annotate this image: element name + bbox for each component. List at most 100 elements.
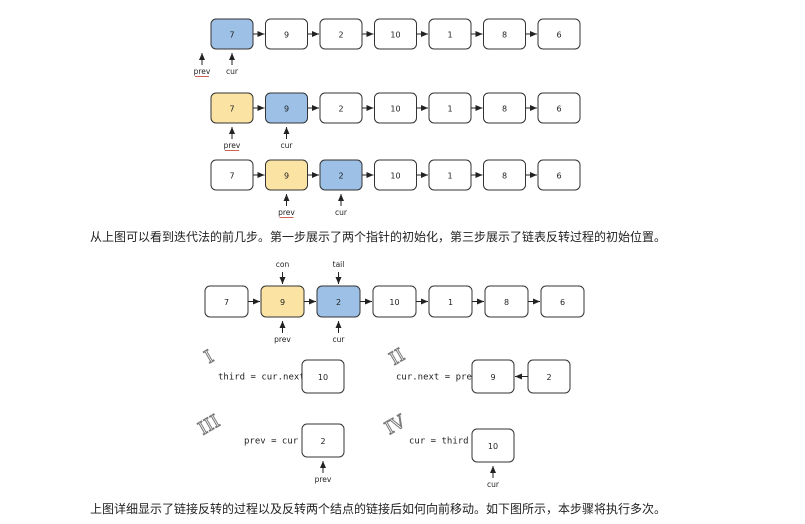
pointer-cur: cur xyxy=(335,194,348,217)
node-value: 10 xyxy=(390,172,400,181)
list-node: 9 xyxy=(260,285,305,318)
pointer-label: cur xyxy=(487,480,500,489)
list-node: 1 xyxy=(428,92,472,124)
node-box xyxy=(471,359,515,394)
node-value: 2 xyxy=(336,298,341,307)
list-node: 6 xyxy=(537,159,581,191)
node-value: 8 xyxy=(504,298,509,307)
step-code: prev = cur xyxy=(244,437,299,447)
pointer-prev: prev xyxy=(274,321,291,344)
list-node: 2 xyxy=(319,18,363,50)
list-node: 8 xyxy=(483,92,526,124)
node-value: 6 xyxy=(556,105,561,114)
node-value: 1 xyxy=(447,105,452,114)
list-node: 8 xyxy=(484,285,529,318)
pointer-prev: prev xyxy=(315,461,332,484)
pointer-label: cur xyxy=(335,208,348,217)
node-value: 10 xyxy=(390,105,400,114)
caption-detailed-steps: 上图详细显示了链接反转的过程以及反转两个结点的链接后如何向前移动。如下图所示，本… xyxy=(90,502,667,516)
pointer-label: prev xyxy=(224,141,241,150)
node-box xyxy=(537,92,581,124)
node-value: 8 xyxy=(502,172,507,181)
list-node: 2 xyxy=(301,423,345,458)
node-box xyxy=(301,359,345,394)
list-node: 9 xyxy=(265,18,308,50)
pointer-con: con xyxy=(276,260,290,284)
list-node: 7 xyxy=(210,159,254,191)
node-value: 1 xyxy=(447,31,452,40)
pointer-prev: prev xyxy=(194,53,211,77)
list-node: 6 xyxy=(540,285,585,318)
node-value: 6 xyxy=(556,31,561,40)
node-value: 9 xyxy=(284,172,289,181)
node-value: 2 xyxy=(546,373,551,382)
node-box xyxy=(537,159,581,191)
step-numeral: I xyxy=(201,346,218,368)
step-code: cur = third xyxy=(409,437,469,447)
list-node: 7 xyxy=(204,285,249,318)
step-numeral: IV xyxy=(381,411,410,440)
list-node: 2 xyxy=(527,359,571,394)
list-node: 10 xyxy=(301,359,345,394)
list-node: 10 xyxy=(374,18,417,50)
node-box xyxy=(471,428,515,463)
pointer-label: prev xyxy=(315,475,332,484)
list-node: 1 xyxy=(428,18,472,50)
node-value: 1 xyxy=(448,298,453,307)
pointer-label: tail xyxy=(333,260,345,269)
pointer-label: cur xyxy=(281,141,294,150)
node-value: 9 xyxy=(280,298,285,307)
list-node: 9 xyxy=(265,92,308,124)
list-node: 1 xyxy=(428,285,473,318)
node-value: 9 xyxy=(490,373,495,382)
pointer-prev: prev xyxy=(224,127,241,151)
pointer-cur: cur xyxy=(281,127,294,150)
list-node: 7 xyxy=(210,92,254,124)
node-value: 10 xyxy=(318,373,328,382)
node-value: 8 xyxy=(502,105,507,114)
pointer-label: prev xyxy=(278,208,295,217)
pointer-prev: prev xyxy=(278,194,295,218)
pointer-tail: tail xyxy=(333,260,345,284)
node-value: 10 xyxy=(389,298,399,307)
pointer-label: con xyxy=(276,260,290,269)
pointer-cur: cur xyxy=(487,466,500,489)
node-value: 2 xyxy=(338,31,343,40)
node-value: 6 xyxy=(556,172,561,181)
node-box xyxy=(540,285,585,318)
list-node: 9 xyxy=(471,359,515,394)
node-value: 8 xyxy=(502,31,507,40)
list-node: 2 xyxy=(316,285,361,318)
list-node: 8 xyxy=(483,159,526,191)
node-value: 6 xyxy=(560,298,565,307)
node-value: 7 xyxy=(229,31,234,40)
node-value: 7 xyxy=(229,172,234,181)
list-node: 10 xyxy=(471,428,515,463)
list-node: 8 xyxy=(483,18,526,50)
node-value: 2 xyxy=(338,172,343,181)
node-value: 10 xyxy=(390,31,400,40)
node-value: 10 xyxy=(488,442,498,451)
caption-initial-steps: 从上图可以看到迭代法的前几步。第一步展示了两个指针的初始化，第三步展示了链表反转… xyxy=(90,230,667,244)
step-code: third = cur.next xyxy=(218,373,305,383)
node-box xyxy=(301,423,345,458)
list-node: 10 xyxy=(372,285,417,318)
pointer-cur: cur xyxy=(226,53,239,76)
node-value: 7 xyxy=(224,298,229,307)
node-value: 2 xyxy=(320,437,325,446)
pointer-label: cur xyxy=(226,67,239,76)
list-node: 10 xyxy=(374,159,417,191)
list-node: 2 xyxy=(319,159,363,191)
list-node: 2 xyxy=(319,92,363,124)
node-value: 2 xyxy=(338,105,343,114)
node-value: 1 xyxy=(447,172,452,181)
step-numeral: III xyxy=(195,411,224,440)
list-node: 10 xyxy=(374,92,417,124)
list-node: 6 xyxy=(537,18,581,50)
pointer-cur: cur xyxy=(333,321,346,344)
step-code: cur.next = prev xyxy=(396,373,477,383)
list-node: 7 xyxy=(210,18,254,50)
pointer-label: cur xyxy=(333,335,346,344)
pointer-label: prev xyxy=(194,67,211,76)
